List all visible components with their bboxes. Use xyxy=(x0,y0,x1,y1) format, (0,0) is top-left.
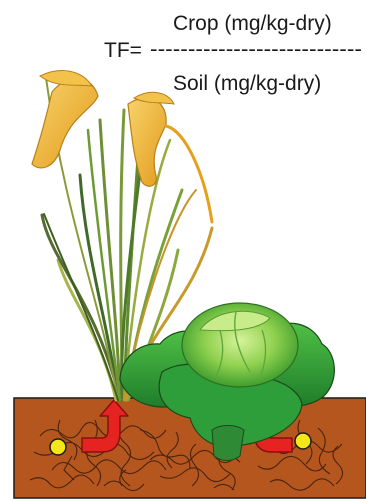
rice-grain-drooping xyxy=(166,126,212,222)
contaminant-particle-icon xyxy=(295,433,311,449)
formula-label: TF= xyxy=(104,39,142,62)
formula-fraction-bar: ---------------------------- xyxy=(150,38,362,61)
transfer-factor-formula: Crop (mg/kg-dry) TF= -------------------… xyxy=(104,12,362,95)
formula-numerator: Crop (mg/kg-dry) xyxy=(173,12,332,35)
contaminant-particle-icon xyxy=(50,439,66,455)
formula-denominator: Soil (mg/kg-dry) xyxy=(173,72,321,95)
cabbage-stalk xyxy=(212,426,244,461)
rice-leaf-left xyxy=(32,78,98,168)
